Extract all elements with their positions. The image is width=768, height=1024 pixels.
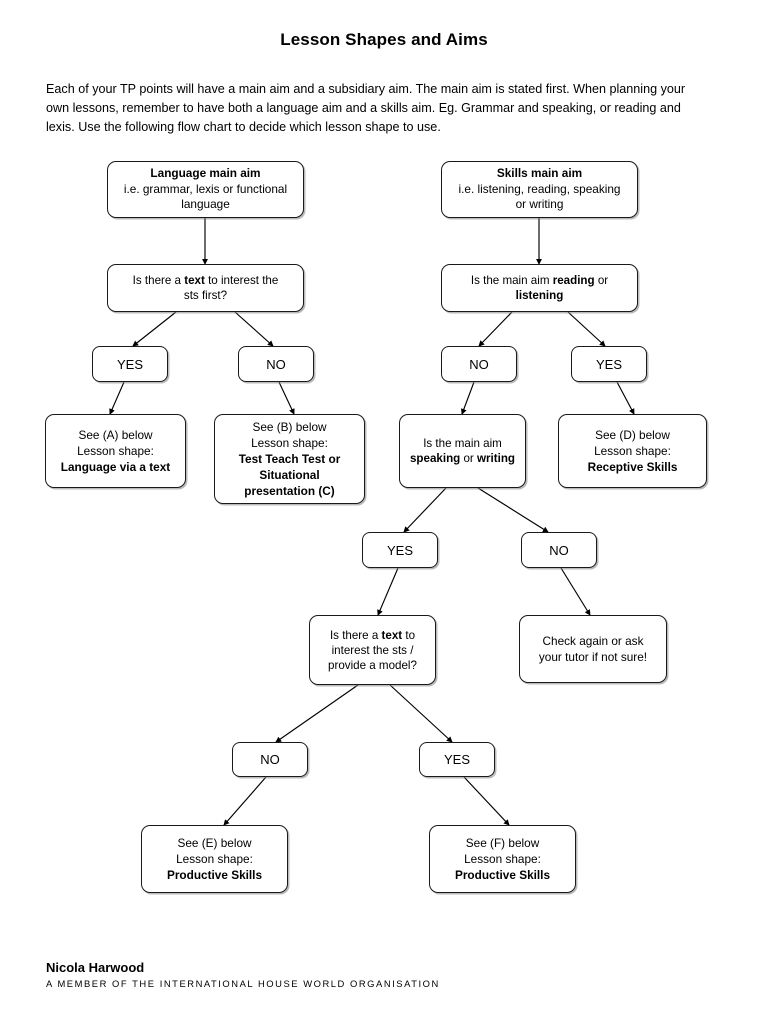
edge-q3-to-yes3 (403, 487, 447, 533)
node-line: Lesson shape: (464, 852, 541, 866)
node-line: Is the main aim (423, 437, 502, 450)
node-answer-no-3[interactable]: NO (521, 532, 597, 568)
edge-no1-to-outcome-b (278, 381, 295, 415)
edge-q4-to-no4 (275, 684, 359, 743)
node-outcome-d[interactable]: See (D) below Lesson shape: Receptive Sk… (558, 414, 707, 488)
edge-q1-to-yes1 (132, 311, 177, 347)
edge-yes3-to-q4 (377, 567, 399, 616)
edge-q1-to-no1 (234, 311, 274, 347)
node-answer-yes-2[interactable]: YES (571, 346, 647, 382)
page-title: Lesson Shapes and Aims (280, 30, 488, 49)
node-line: Receptive Skills (587, 460, 678, 474)
node-answer-yes-1[interactable]: YES (92, 346, 168, 382)
edge-no2-to-q3 (460, 381, 475, 415)
node-line: interest the sts / (331, 643, 414, 657)
node-outcome-f[interactable]: See (F) below Lesson shape: Productive S… (429, 825, 576, 893)
node-line: Lesson shape: (594, 444, 671, 458)
node-label: YES (116, 356, 143, 372)
node-outcome-b[interactable]: See (B) below Lesson shape: Test Teach T… (214, 414, 365, 504)
node-outcome-a[interactable]: See (A) below Lesson shape: Language via… (45, 414, 186, 488)
node-label: NO (266, 356, 286, 372)
node-line: Productive Skills (166, 868, 263, 882)
author-name: Nicola Harwood (46, 960, 145, 975)
node-line: Language main aim (150, 166, 261, 181)
edge-q3-to-no3 (477, 487, 549, 533)
node-line: Lesson shape: (176, 852, 253, 866)
node-line: Check again or ask (542, 634, 644, 648)
node-line: speaking or writing (409, 452, 516, 465)
node-line: presentation (C) (244, 484, 335, 498)
node-line: your tutor if not sure! (538, 650, 648, 664)
node-line: See (F) below (465, 836, 540, 850)
node-line: Skills main aim (496, 166, 583, 181)
node-line: Is there a text to (329, 628, 416, 642)
node-label: YES (443, 752, 470, 767)
node-line: Situational (259, 468, 320, 482)
node-answer-yes-3[interactable]: YES (362, 532, 438, 568)
node-line: Productive Skills (454, 868, 551, 882)
node-label: YES (595, 356, 622, 372)
node-label: NO (469, 356, 489, 372)
node-line: See (A) below (78, 428, 153, 442)
node-line: Lesson shape: (77, 444, 154, 458)
node-line: sts first? (183, 289, 228, 302)
node-line: i.e. listening, reading, speaking (458, 181, 621, 196)
node-check-again[interactable]: Check again or ask your tutor if not sur… (519, 615, 667, 683)
edge-q4-to-yes4 (389, 684, 453, 743)
node-answer-no-1[interactable]: NO (238, 346, 314, 382)
node-line: Test Teach Test or (238, 452, 341, 466)
node-language-main-aim[interactable]: Language main aim i.e. grammar, lexis or… (107, 161, 304, 218)
node-line: See (D) below (595, 428, 670, 442)
node-line: language (181, 197, 230, 212)
node-line: Is there a text to interest the (132, 274, 279, 287)
node-question-speaking-or-writing[interactable]: Is the main aim speaking or writing (399, 414, 526, 488)
node-answer-no-4[interactable]: NO (232, 742, 308, 777)
node-line: See (B) below (252, 420, 327, 434)
node-line: Lesson shape: (251, 436, 328, 450)
node-line: Language via a text (60, 460, 171, 474)
edge-no4-to-outcome-e (223, 776, 267, 826)
node-question-reading-or-listening[interactable]: Is the main aim reading or listening (441, 264, 638, 312)
node-answer-yes-4[interactable]: YES (419, 742, 495, 777)
organisation-line: A MEMBER OF THE INTERNATIONAL HOUSE WORL… (46, 978, 440, 989)
node-label: NO (260, 752, 280, 767)
node-skills-main-aim[interactable]: Skills main aim i.e. listening, reading,… (441, 161, 638, 218)
node-question-text-provide-model[interactable]: Is there a text to interest the sts / pr… (309, 615, 436, 685)
node-label: YES (386, 542, 413, 558)
node-line: listening (515, 289, 564, 302)
edge-q2-to-no2 (478, 311, 513, 347)
node-line: See (E) below (177, 836, 252, 850)
footer: Nicola Harwood A MEMBER OF THE INTERNATI… (46, 960, 646, 991)
node-answer-no-2[interactable]: NO (441, 346, 517, 382)
edge-no3-to-check (560, 567, 591, 616)
node-line: provide a model? (328, 658, 417, 672)
edge-q2-to-yes2 (567, 311, 606, 347)
node-outcome-e[interactable]: See (E) below Lesson shape: Productive S… (141, 825, 288, 893)
edge-yes1-to-outcome-a (109, 381, 125, 415)
node-label: NO (549, 542, 569, 558)
edge-yes4-to-outcome-f (463, 776, 510, 826)
node-question-text-interest-first[interactable]: Is there a text to interest the sts firs… (107, 264, 304, 312)
edge-yes2-to-outcome-d (616, 381, 635, 415)
node-line: i.e. grammar, lexis or functional (123, 181, 288, 196)
node-line: Is the main aim reading or (470, 274, 609, 287)
intro-paragraph: Each of your TP points will have a main … (46, 82, 686, 134)
node-line: or writing (515, 197, 564, 212)
